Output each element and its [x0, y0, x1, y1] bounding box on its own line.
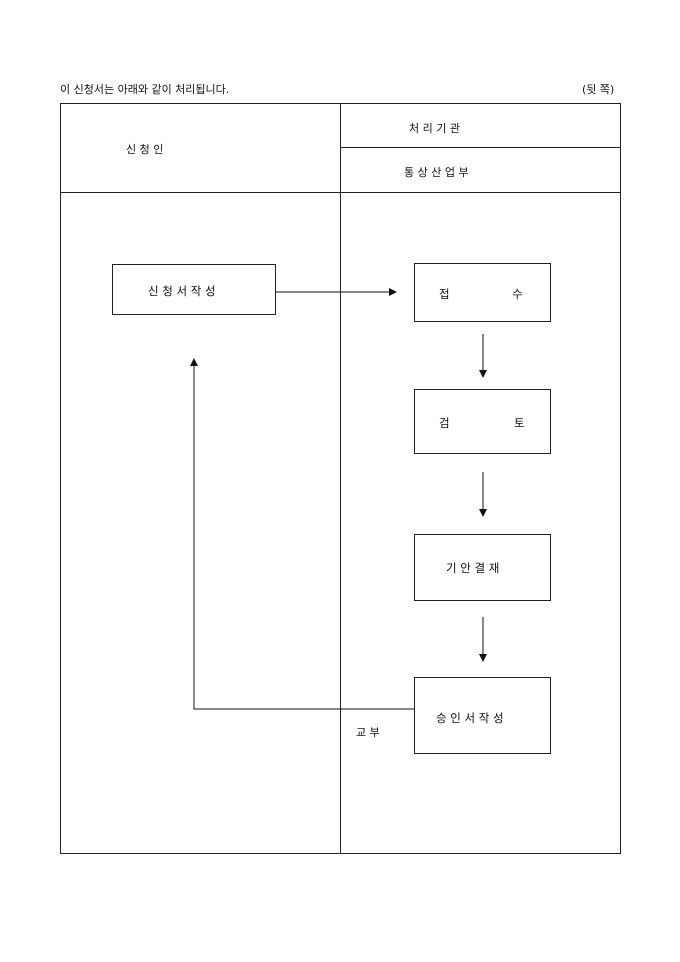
- intro-text: 이 신청서는 아래와 같이 처리됩니다.: [60, 83, 230, 96]
- receipt-label-b: 수: [512, 287, 523, 301]
- page-side-label: (뒷 쪽): [582, 83, 615, 96]
- draft-approval-label: 기 안 결 재: [446, 561, 500, 575]
- issue-approval-label: 승 인 서 작 성: [436, 711, 504, 725]
- authority-header-divider: [340, 147, 621, 148]
- receipt-label-a: 접: [439, 287, 450, 301]
- write-application-label: 신 청 서 작 성: [148, 284, 216, 298]
- review-label-a: 검: [439, 416, 450, 430]
- authority-header: 처 리 기 관: [409, 122, 460, 135]
- write-application-box: 신 청 서 작 성: [112, 264, 276, 315]
- receipt-box: 접 수: [414, 263, 551, 322]
- arrow-return-to-applicant: [190, 358, 414, 710]
- applicant-header: 신 청 인: [126, 143, 164, 156]
- header-divider: [60, 192, 621, 193]
- column-divider: [340, 103, 341, 854]
- authority-name: 통 상 산 업 부: [404, 166, 469, 179]
- review-label-b: 토: [514, 416, 525, 430]
- delivery-label: 교 부: [356, 726, 380, 739]
- review-box: 검 토: [414, 389, 551, 454]
- issue-approval-box: 승 인 서 작 성: [414, 677, 551, 754]
- draft-approval-box: 기 안 결 재: [414, 534, 551, 601]
